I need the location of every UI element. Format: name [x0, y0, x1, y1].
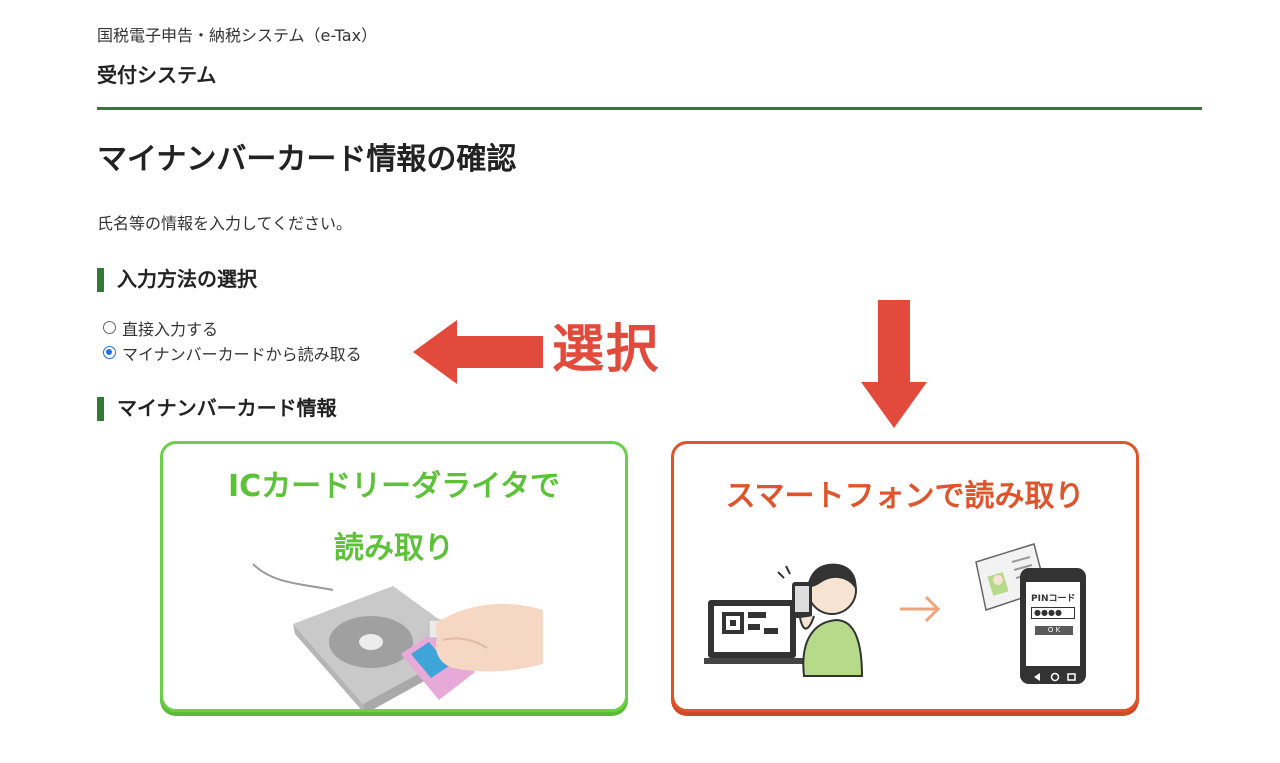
person-scanning-qr-illustration-icon	[704, 563, 864, 677]
ic-card-reader-option-button[interactable]: ICカードリーダライタで 読み取り	[160, 441, 628, 712]
header-divider	[97, 107, 1202, 110]
radio-direct-input[interactable]: 直接入力する	[103, 315, 362, 340]
radio-button-unchecked[interactable]	[103, 321, 116, 334]
section-heading-card-info: マイナンバーカード情報	[97, 395, 337, 421]
smartphone-option-button[interactable]: スマートフォンで読み取り PINコード ●●●● O K	[671, 441, 1139, 712]
ic-card-title-line1: ICカードリーダライタで	[228, 469, 560, 504]
input-method-radio-group: 直接入力する マイナンバーカードから読み取る	[103, 315, 362, 365]
pin-mask-field: ●●●●	[1031, 607, 1075, 619]
site-header: 国税電子申告・納税システム（e-Tax） 受付システム	[97, 24, 1202, 88]
arrow-left-icon	[413, 320, 543, 384]
card-reader-illustration-icon	[252, 563, 543, 709]
section-heading-label: マイナンバーカード情報	[117, 396, 337, 420]
phone-nav-buttons-icon	[1034, 672, 1076, 682]
radio-read-from-card[interactable]: マイナンバーカードから読み取る	[103, 340, 362, 365]
arrow-right-icon	[900, 595, 941, 623]
pin-code-label: PINコード	[1031, 594, 1076, 604]
radio-label: 直接入力する	[122, 319, 219, 339]
radio-button-checked[interactable]	[103, 346, 116, 359]
heading-bar	[97, 397, 104, 421]
system-name: 受付システム	[97, 63, 217, 87]
site-name: 国税電子申告・納税システム（e-Tax）	[97, 26, 378, 45]
arrow-down-icon	[861, 300, 927, 428]
ic-card-title-line2: 読み取り	[334, 531, 454, 566]
heading-bar	[97, 268, 104, 292]
section-heading-input-method: 入力方法の選択	[97, 266, 257, 292]
smartphone-title: スマートフォンで読み取り	[725, 479, 1085, 514]
annotation-select-label: 選択	[552, 320, 661, 380]
lead-text: 氏名等の情報を入力してください。	[97, 214, 353, 233]
radio-label: マイナンバーカードから読み取る	[122, 344, 362, 364]
ok-button-illustration: O K	[1035, 626, 1073, 635]
section-heading-label: 入力方法の選択	[117, 267, 257, 291]
page-title: マイナンバーカード情報の確認	[97, 142, 517, 177]
